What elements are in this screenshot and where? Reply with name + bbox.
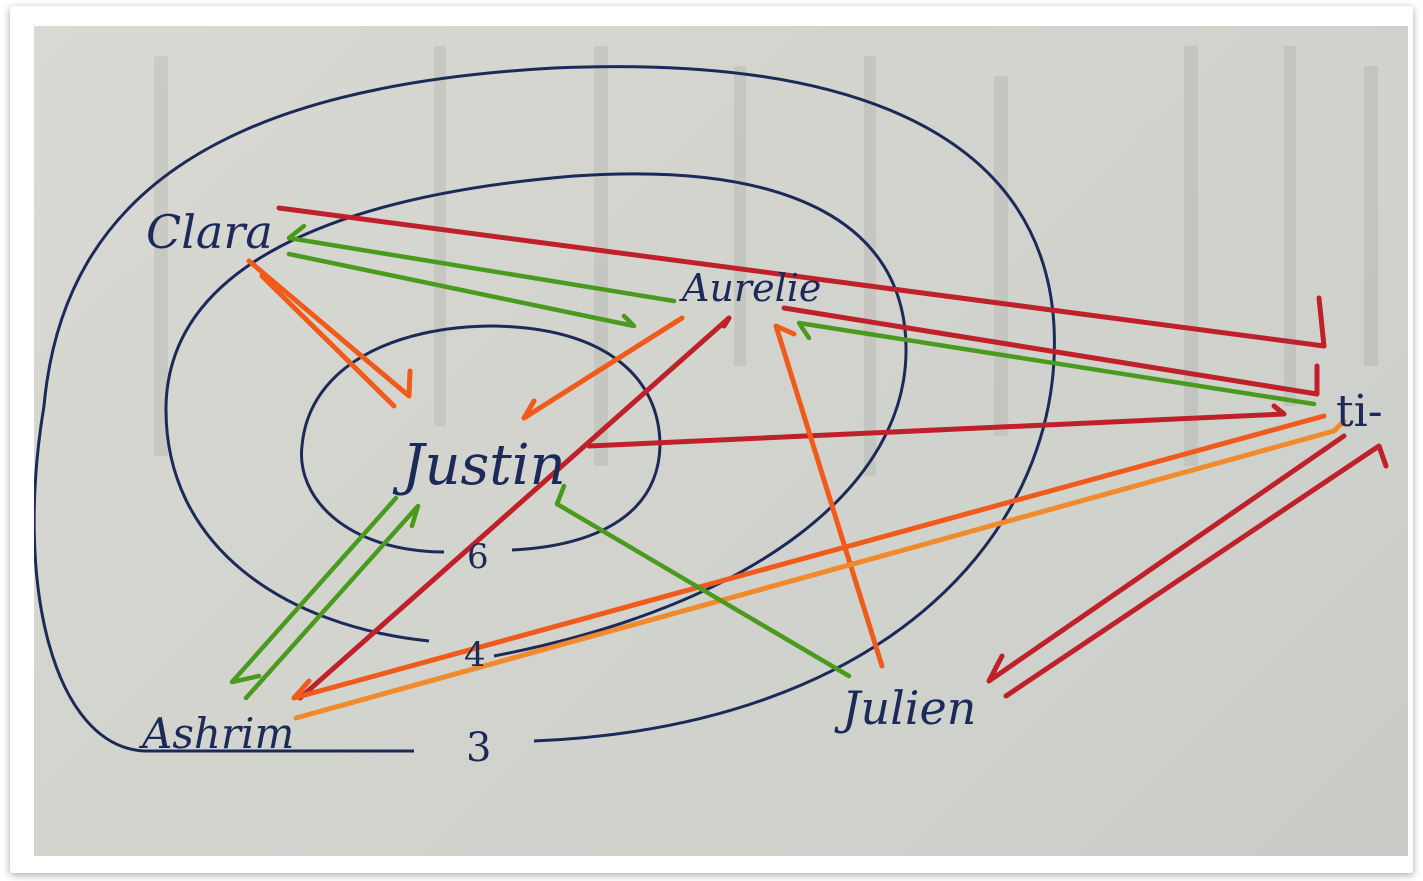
red-arrows [276, 205, 1389, 701]
name-clara: Clara [146, 205, 273, 259]
arrow-ti-to-aurelie [796, 320, 1317, 407]
name-julien: Julien [834, 681, 976, 735]
arrow-aurelie-to-justin [521, 315, 685, 421]
arrow-clara-to-aurelie [286, 251, 637, 329]
background-print-texture [154, 46, 1378, 476]
light-orange-arrows [293, 418, 1347, 721]
arrow-aurelie-to-ti [781, 305, 1320, 397]
level-number-6: 6 [467, 537, 489, 577]
arrow-ti-to-ashrim [291, 413, 1327, 701]
arrow-julien-to-aurelie [773, 323, 885, 669]
arrow-justin-to-clara [259, 273, 397, 409]
arrow-julien-to-justin [554, 483, 852, 679]
green-arrows [229, 223, 1317, 701]
name-aurelie: Aurelie [679, 266, 821, 310]
arrow-justin-to-ashrim [229, 495, 399, 685]
name-ti: ti- [1336, 386, 1383, 437]
arrow-aurelie-to-clara [286, 223, 677, 304]
name-justin: Justin [392, 433, 566, 498]
arrow-ashrim-to-justin [243, 503, 421, 701]
name-ashrim: Ashrim [138, 709, 294, 758]
arrow-ti-to-julien [986, 433, 1347, 684]
arrow-clara-to-justin [246, 258, 413, 399]
diagram-canvas: Clara Aurelie Justin Ashrim Julien ti- 6… [34, 46, 1389, 771]
inner-circle-level-6 [300, 324, 662, 554]
outer-circle-level-3 [34, 65, 1056, 753]
photo-frame: Clara Aurelie Justin Ashrim Julien ti- 6… [10, 6, 1413, 873]
arrow-ashrim-to-ti [293, 418, 1347, 721]
level-circles [34, 65, 1056, 753]
arrow-clara-to-ti [276, 205, 1327, 349]
arrow-justin-to-ti [586, 403, 1287, 449]
level-number-3: 3 [466, 725, 491, 771]
hand-drawn-diagram-photo: Clara Aurelie Justin Ashrim Julien ti- 6… [34, 26, 1408, 856]
level-number-4: 4 [464, 635, 486, 675]
arrow-ashrim-to-aurelie [297, 315, 732, 701]
arrow-julien-to-ti [1003, 443, 1389, 699]
orange-arrows [246, 258, 1327, 701]
middle-circle-level-4 [164, 172, 908, 658]
